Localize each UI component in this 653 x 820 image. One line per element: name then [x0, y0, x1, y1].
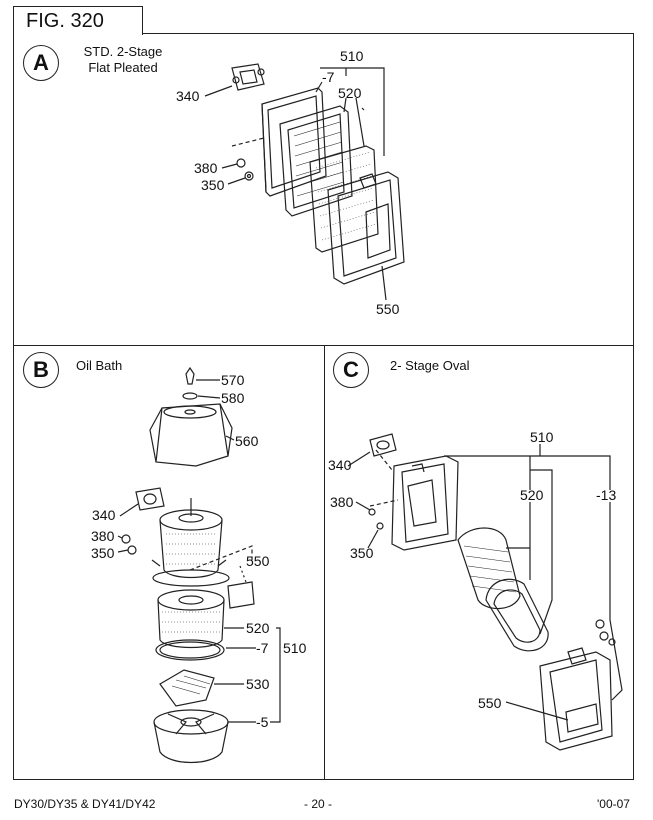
- pleated-element-a: [279, 105, 353, 217]
- label-b-550: 550: [246, 553, 270, 569]
- panel-c-title: 2- Stage Oval: [390, 358, 470, 373]
- panel-divider-horizontal: [13, 345, 634, 346]
- label-a-510: 510: [340, 48, 364, 64]
- footer-model: DY30/DY35 & DY41/DY42: [14, 797, 156, 811]
- cover-a: [327, 171, 405, 285]
- label-c-340: 340: [328, 457, 352, 473]
- panel-a-drawing: [204, 63, 405, 301]
- base-c: [391, 455, 459, 551]
- label-b-340: 340: [92, 507, 116, 523]
- gasket-a-hole: [232, 76, 240, 84]
- bowl-b: [153, 721, 229, 763]
- wing-nut-b: [185, 366, 195, 385]
- footer-date: '00-07: [597, 797, 630, 811]
- label-b-380: 380: [91, 528, 115, 544]
- element-card-b: [227, 581, 255, 609]
- baffle-b: [159, 669, 215, 707]
- cover-c-latch: [567, 647, 587, 665]
- cover-b: [149, 403, 233, 467]
- base-c-duct: [407, 479, 437, 527]
- figure-title: FIG. 320: [13, 6, 143, 35]
- panel-a-letter: A: [23, 45, 59, 81]
- panel-a-title-line2: Flat Pleated: [88, 60, 158, 75]
- label-b-560: 560: [235, 433, 259, 449]
- panel-b-drawing: [117, 366, 281, 763]
- label-a-520: 520: [338, 85, 362, 101]
- nut-c: [599, 631, 609, 641]
- label-b-570: 570: [221, 372, 245, 388]
- washer-c-2: [608, 638, 616, 646]
- label-b-510: 510: [283, 640, 307, 656]
- cover-a-window: [365, 203, 391, 259]
- panel-a-title: STD. 2-Stage Flat Pleated: [73, 44, 173, 76]
- panel-divider-vertical: [324, 345, 325, 780]
- cover-c-window: [565, 703, 599, 733]
- footer-page-number: - 20 -: [304, 797, 333, 811]
- pre-cleaner-a: [309, 145, 379, 253]
- label-a-340: 340: [176, 88, 200, 104]
- label-c-13: -13: [596, 487, 616, 503]
- label-b-7: -7: [256, 640, 269, 656]
- gasket-a-hole-2: [257, 68, 265, 76]
- washer-c: [595, 619, 605, 629]
- label-a-380: 380: [194, 160, 218, 176]
- washer-a: [236, 158, 246, 168]
- panel-a-title-line1: STD. 2-Stage: [83, 44, 163, 59]
- pleated-element-c: [457, 527, 521, 610]
- panel-c-letter: C: [333, 352, 369, 388]
- oring-b: [155, 639, 225, 661]
- gasket-c: [369, 433, 397, 457]
- cover-c: [539, 651, 613, 751]
- label-c-550: 550: [478, 695, 502, 711]
- label-c-510: 510: [530, 429, 554, 445]
- panel-b-title: Oil Bath: [76, 358, 123, 373]
- label-b-5: -5: [256, 714, 269, 730]
- filter-element-b: [157, 599, 225, 649]
- label-a-7: -7: [322, 69, 335, 85]
- label-a-350: 350: [201, 177, 225, 193]
- label-b-350: 350: [91, 545, 115, 561]
- oil-bath-body-b: [159, 519, 223, 579]
- figure-frame: [13, 33, 634, 780]
- nut-c-left: [376, 522, 384, 530]
- nut-a: [244, 171, 254, 181]
- panel-c-drawing: [347, 433, 623, 751]
- seal-washer-b: [182, 392, 198, 400]
- label-c-520: 520: [520, 487, 544, 503]
- label-b-530: 530: [246, 676, 270, 692]
- label-a-550: 550: [376, 301, 400, 317]
- label-c-380: 380: [330, 494, 354, 510]
- washer-b: [121, 534, 131, 544]
- cover-a-latch: [359, 173, 377, 189]
- label-b-580: 580: [221, 390, 245, 406]
- label-b-520: 520: [246, 620, 270, 636]
- gasket-a-inner: [239, 69, 258, 85]
- gasket-b: [135, 487, 165, 511]
- panel-b-letter: B: [23, 352, 59, 388]
- washer-c-left: [368, 508, 376, 516]
- nut-b: [127, 545, 137, 555]
- pre-cleaner-c: [485, 578, 549, 652]
- label-c-350: 350: [350, 545, 374, 561]
